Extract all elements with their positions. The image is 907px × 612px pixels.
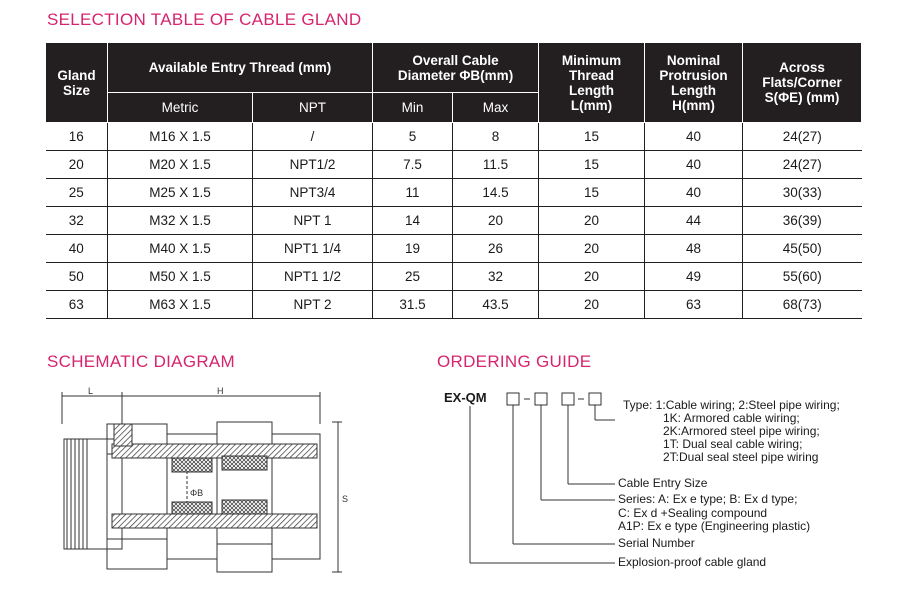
cell-metric: M20 X 1.5 xyxy=(107,150,253,179)
header-nominal-protrusion: Nominal Protrusion Length H(mm) xyxy=(644,42,744,123)
type-line-3: 2K:Armored steel pipe wiring; xyxy=(663,424,820,438)
table-row: 16 M16 X 1.5 / 5 8 15 40 24(27) xyxy=(45,122,862,151)
dimension-label-B: ΦB xyxy=(190,488,203,498)
series-line-2: C: Ex d +Sealing compound xyxy=(618,506,768,520)
cell-protrusion: 49 xyxy=(644,262,743,291)
header-max: Max xyxy=(452,92,540,123)
cell-across-flats: 55(60) xyxy=(742,262,862,291)
series-line-3: A1P: Ex e type (Engineering plastic) xyxy=(618,519,811,533)
cell-gland-size: 25 xyxy=(45,178,108,207)
cell-thread-length: 15 xyxy=(538,122,645,151)
cable-gland-schematic: L H ΦB S xyxy=(61,386,348,573)
cell-metric: M32 X 1.5 xyxy=(107,206,253,235)
cell-thread-length: 15 xyxy=(538,150,645,179)
cell-npt: NPT3/4 xyxy=(251,178,373,207)
table-row: 20 M20 X 1.5 NPT1/2 7.5 11.5 15 40 24(27… xyxy=(45,150,862,179)
table-row: 63 M63 X 1.5 NPT 2 31.5 43.5 20 63 68(73… xyxy=(45,290,862,319)
header-overall-diameter: Overall Cable Diameter ΦB(mm) xyxy=(372,42,540,93)
cell-gland-size: 63 xyxy=(45,290,108,319)
cell-across-flats: 45(50) xyxy=(742,234,862,263)
cell-max: 32 xyxy=(452,262,539,291)
cell-metric: M16 X 1.5 xyxy=(107,122,253,151)
cell-min: 11 xyxy=(372,178,453,207)
cell-protrusion: 44 xyxy=(644,206,743,235)
cell-metric: M50 X 1.5 xyxy=(107,262,253,291)
product-name: Explosion-proof cable gland xyxy=(618,555,767,569)
cell-across-flats: 68(73) xyxy=(742,290,862,319)
cell-protrusion: 40 xyxy=(644,122,743,151)
cell-metric: M25 X 1.5 xyxy=(107,178,253,207)
header-metric: Metric xyxy=(107,92,253,123)
cell-across-flats: 36(39) xyxy=(742,206,862,235)
cell-npt: / xyxy=(251,122,373,151)
cell-gland-size: 40 xyxy=(45,234,108,263)
cell-across-flats: 24(27) xyxy=(742,150,862,179)
cell-thread-length: 20 xyxy=(538,206,645,235)
type-line-4: 1T: Dual seal cable wiring; xyxy=(663,437,803,451)
cell-max: 43.5 xyxy=(452,290,539,319)
cell-gland-size: 50 xyxy=(45,262,108,291)
type-line-2: 1K: Armored cable wiring; xyxy=(663,411,800,425)
cell-gland-size: 32 xyxy=(45,206,108,235)
serial-number: Serial Number xyxy=(618,536,695,550)
series-line-1: Series: A: Ex e type; B: Ex d type; xyxy=(618,492,798,506)
header-min-thread: Minimum Thread Length L(mm) xyxy=(538,42,646,123)
cell-npt: NPT 2 xyxy=(251,290,373,319)
table-row: 40 M40 X 1.5 NPT1 1/4 19 26 20 48 45(50) xyxy=(45,234,862,263)
cell-across-flats: 24(27) xyxy=(742,122,862,151)
cell-min: 14 xyxy=(372,206,453,235)
cell-thread-length: 20 xyxy=(538,234,645,263)
cell-thread-length: 15 xyxy=(538,178,645,207)
cell-min: 19 xyxy=(372,234,453,263)
dimension-label-S: S xyxy=(342,494,348,504)
cell-protrusion: 63 xyxy=(644,290,743,319)
cell-max: 20 xyxy=(452,206,539,235)
selection-table-title: SELECTION TABLE OF CABLE GLAND xyxy=(47,10,362,29)
cell-protrusion: 40 xyxy=(644,178,743,207)
type-line-5: 2T:Dual seal steel pipe wiring xyxy=(663,450,819,464)
cell-gland-size: 16 xyxy=(45,122,108,151)
cable-entry-size: Cable Entry Size xyxy=(618,476,708,490)
table-row: 32 M32 X 1.5 NPT 1 14 20 20 44 36(39) xyxy=(45,206,862,235)
cell-protrusion: 40 xyxy=(644,150,743,179)
cell-npt: NPT 1 xyxy=(251,206,373,235)
schematic-title: SCHEMATIC DIAGRAM xyxy=(47,352,236,371)
cell-thread-length: 20 xyxy=(538,290,645,319)
cell-metric: M63 X 1.5 xyxy=(107,290,253,319)
model-prefix: EX-QM xyxy=(444,390,487,405)
cell-thread-length: 20 xyxy=(538,262,645,291)
header-min: Min xyxy=(372,92,454,123)
header-entry-thread: Available Entry Thread (mm) xyxy=(106,42,374,93)
cell-npt: NPT1 1/2 xyxy=(251,262,373,291)
cell-across-flats: 30(33) xyxy=(742,178,862,207)
cell-protrusion: 48 xyxy=(644,234,743,263)
cell-npt: NPT1/2 xyxy=(251,150,373,179)
cell-min: 25 xyxy=(372,262,453,291)
selection-table: Gland Size Available Entry Thread (mm) O… xyxy=(45,42,863,319)
cell-max: 14.5 xyxy=(452,178,539,207)
cell-min: 31.5 xyxy=(372,290,453,319)
header-npt: NPT xyxy=(251,92,374,123)
cell-gland-size: 20 xyxy=(45,150,108,179)
table-row: 25 M25 X 1.5 NPT3/4 11 14.5 15 40 30(33) xyxy=(45,178,862,207)
cell-min: 7.5 xyxy=(372,150,453,179)
cell-max: 8 xyxy=(452,122,539,151)
type-line-1: Type: 1:Cable wiring; 2:Steel pipe wirin… xyxy=(623,398,840,412)
header-across-flats: Across Flats/Corner S(ΦE) (mm) xyxy=(742,42,863,123)
cell-npt: NPT1 1/4 xyxy=(251,234,373,263)
cell-metric: M40 X 1.5 xyxy=(107,234,253,263)
dimension-label-L: L xyxy=(88,386,93,396)
cell-max: 11.5 xyxy=(452,150,539,179)
header-gland-size: Gland Size xyxy=(45,42,108,123)
cell-min: 5 xyxy=(372,122,453,151)
dimension-label-H: H xyxy=(217,386,224,396)
ordering-guide-lines xyxy=(469,392,615,564)
cell-max: 26 xyxy=(452,234,539,263)
ordering-title: ORDERING GUIDE xyxy=(437,352,592,371)
table-row: 50 M50 X 1.5 NPT1 1/2 25 32 20 49 55(60) xyxy=(45,262,862,291)
